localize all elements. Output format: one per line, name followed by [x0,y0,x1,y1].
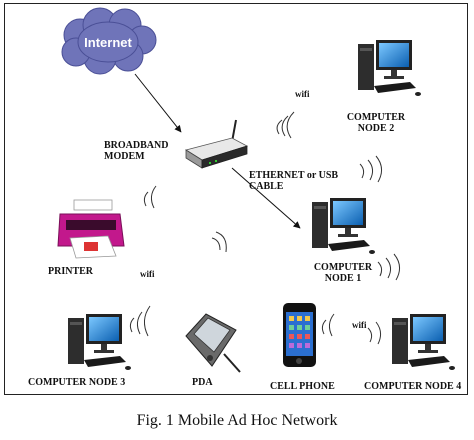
printer-icon [57,199,125,259]
internet-cloud-icon: Internet [61,7,157,75]
wifi-label-bottom: wifi [352,320,367,330]
modem-icon [185,119,249,169]
pda-icon [185,313,241,373]
cell-phone-label: CELL PHONE [270,381,335,392]
computer-node-3-label: COMPUTER NODE 3 [28,377,126,388]
pda-label: PDA [192,377,213,388]
modem-computer1-link [231,167,301,229]
printer-label: PRINTER [48,266,94,277]
computer-node-2-icon [358,40,421,96]
computer-node-1-icon [312,198,375,254]
figure-caption: Fig. 1 Mobile Ad Hoc Network [136,412,338,429]
wifi-signal-icons [129,111,400,345]
computer-node-4-label: COMPUTER NODE 4 [364,381,462,392]
cell-phone-icon [283,303,316,367]
wifi-label-middle: wifi [140,269,155,279]
internet-modem-link [134,73,182,133]
computer-node-4-icon [392,314,455,370]
diagram-frame [4,3,468,395]
wifi-label-top: wifi [295,89,310,99]
computer-node-3-icon [68,314,131,370]
internet-label: Internet [84,35,132,50]
